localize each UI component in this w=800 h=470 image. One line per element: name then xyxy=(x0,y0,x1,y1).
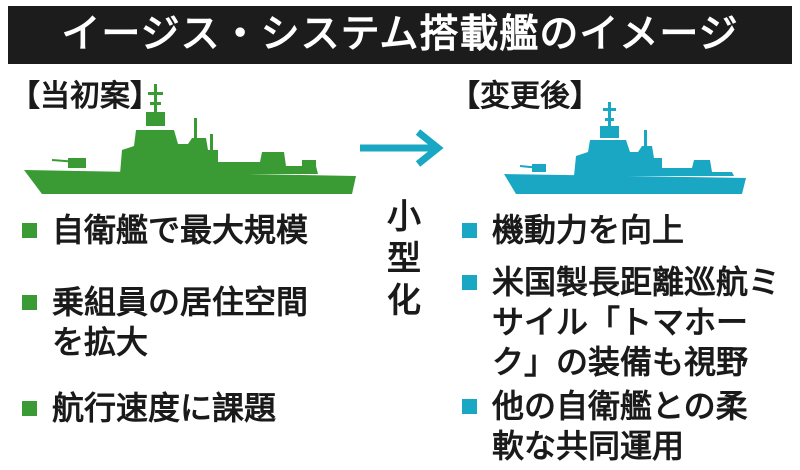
square-bullet-icon xyxy=(22,295,37,310)
diagram-title: イージス・システム搭載艦のイメージ xyxy=(8,6,792,64)
square-bullet-icon xyxy=(22,223,37,238)
square-bullet-icon xyxy=(462,399,477,414)
list-item: 他の自衛艦との柔軟な共同運用 xyxy=(458,386,790,466)
downsizing-label: 小 型 化 xyxy=(387,197,421,321)
right-arrow-icon xyxy=(360,129,444,167)
square-bullet-icon xyxy=(462,275,477,290)
square-bullet-icon xyxy=(462,223,477,238)
square-bullet-icon xyxy=(22,401,37,416)
original-plan-list: 自衛艦で最大規模 乗組員の居住空間を拡大 航行速度に課題 xyxy=(18,210,358,460)
list-item: 米国製長距離巡航ミサイル「トマホーク」の装備も視野 xyxy=(458,262,790,382)
revised-ship-silhouette xyxy=(504,102,746,194)
list-item: 自衛艦で最大規模 xyxy=(18,210,358,250)
original-plan-label: 【当初案】 xyxy=(10,79,160,114)
original-ship-silhouette xyxy=(24,84,356,194)
list-item: 機動力を向上 xyxy=(458,210,790,250)
revised-plan-label: 【変更後】 xyxy=(450,79,600,114)
list-item: 航行速度に課題 xyxy=(18,388,358,428)
revised-plan-list: 機動力を向上 米国製長距離巡航ミサイル「トマホーク」の装備も視野 他の自衛艦との… xyxy=(458,210,790,470)
list-item: 乗組員の居住空間を拡大 xyxy=(18,282,358,362)
